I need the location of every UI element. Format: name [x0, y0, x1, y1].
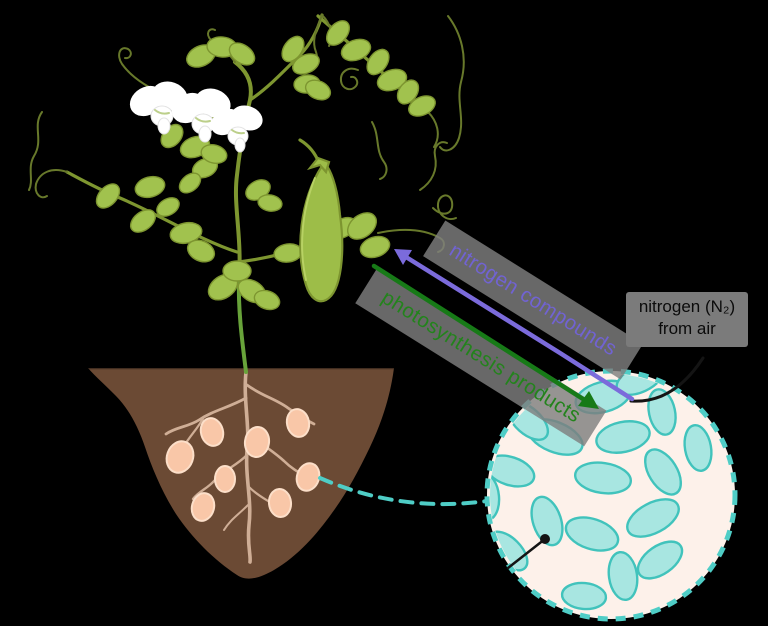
nodule-zoom-source	[295, 462, 321, 492]
nitrogen-from-air-line2: from air	[658, 319, 716, 339]
root-nodules	[165, 408, 321, 522]
bacterium-callout-line	[506, 537, 547, 570]
zoom-connector-dashed-line	[318, 476, 489, 507]
bacteria-zoom-circle	[484, 368, 738, 622]
soil-clump	[86, 366, 396, 579]
tendrils	[28, 14, 465, 253]
bacterium-callout-dot	[540, 534, 550, 544]
flower	[171, 88, 231, 143]
soil-shape	[88, 368, 394, 579]
nitrogen-from-air-label: nitrogen (N₂) from air	[626, 292, 748, 347]
flower	[210, 105, 263, 153]
pea-plant	[28, 13, 465, 374]
pea-flowers	[129, 81, 263, 153]
pea-pod	[299, 156, 344, 303]
photosynthesis-products-label: photosynthesis products	[355, 267, 607, 447]
nitrogen-from-air-line1: nitrogen (N₂)	[638, 297, 736, 316]
